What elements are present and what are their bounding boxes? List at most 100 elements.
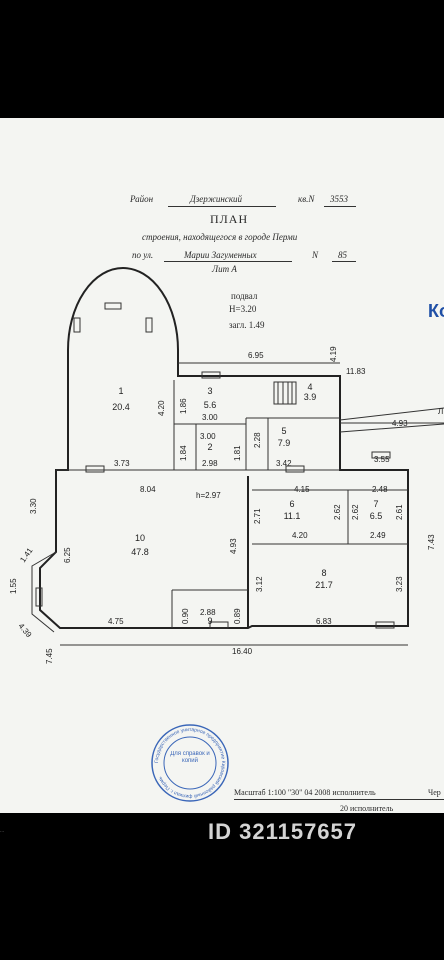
watermark-id: ID 321157657: [208, 819, 358, 844]
room-area: 21.7: [315, 580, 333, 590]
dimension-label: 3.30: [29, 498, 38, 514]
room-area: 11.1: [284, 511, 301, 521]
inventory-number: 3553: [330, 194, 348, 204]
street-label: по ул.: [132, 250, 154, 260]
window: [35, 587, 43, 607]
room-number: 10: [135, 533, 145, 543]
dimension-label: 11.83: [346, 367, 366, 376]
dimension-label: 8.04: [140, 485, 156, 494]
dimension-label: 7.43: [427, 534, 436, 550]
executor-line-2: 20 исполнитель: [340, 804, 394, 813]
room-number: 7: [373, 499, 378, 509]
room-area: 3.9: [304, 392, 317, 402]
dimension-label: 3.12: [255, 576, 264, 592]
window: [73, 317, 81, 333]
building-location: строения, находящегося в городе Перми: [142, 232, 298, 242]
room-number: 8: [321, 568, 326, 578]
dimension-label: 2.48: [372, 485, 388, 494]
room-number: 3: [207, 386, 212, 396]
room-area: 6.5: [370, 511, 383, 521]
room-area: 47.8: [131, 547, 149, 557]
house-number: 85: [338, 250, 347, 260]
room-number: 4: [307, 382, 312, 392]
dimension-label: 3.73: [114, 459, 130, 468]
dimension-label: 6.95: [248, 351, 264, 360]
dimension-label: Л: [438, 407, 443, 416]
dimension-label: 2.28: [253, 432, 262, 448]
dimension-label: 4.20: [157, 400, 166, 416]
letter-label: Лит А: [212, 264, 237, 274]
inventory-underline: [324, 206, 356, 207]
official-round-stamp: Государственное унитарное предприятие Ки…: [151, 724, 229, 802]
dimension-label: 1.41: [18, 546, 35, 564]
outer-wall: [39, 267, 409, 629]
room-number: 6: [289, 499, 294, 509]
room-number: 2: [207, 442, 212, 452]
room-area: 20.4: [112, 402, 130, 412]
district-underline: [168, 206, 276, 207]
level-height: Н=3.20: [229, 304, 257, 314]
level-title: подвал: [231, 291, 258, 301]
dimension-label: 2.88: [200, 608, 216, 617]
document-sheet: Ко Район Дзержинский кв.N 3553 ПЛАН стро…: [0, 118, 444, 813]
district-value: Дзержинский: [190, 194, 243, 204]
street-underline: [164, 261, 292, 262]
dimension-label: 3.00: [200, 432, 216, 441]
dimension-label: 1.86: [179, 398, 188, 414]
dimension-label: 3.23: [395, 576, 404, 592]
stairs-symbol: [273, 381, 297, 405]
dimension-label: 1.55: [9, 578, 18, 594]
dimension-label: 2.62: [351, 504, 360, 520]
window: [285, 465, 305, 473]
window: [85, 465, 105, 473]
room-area: 5.6: [204, 400, 217, 410]
dimension-label: 4.19: [329, 346, 338, 362]
floor-plan-drawing: 1 20.4 3 5.6 4 3.9 5 7.9 2 10 47.8 6 11.…: [9, 267, 444, 664]
inner-height: h=2.97: [196, 491, 221, 500]
room-number: 5: [281, 426, 286, 436]
room-number: 9: [207, 616, 212, 626]
dimension-label: 4.93: [392, 419, 408, 428]
dimension-label: 16.40: [232, 647, 253, 656]
dimension-label: 4.20: [292, 531, 308, 540]
room-number: 1: [118, 386, 123, 396]
inventory-label: кв.N: [298, 194, 315, 204]
house-number-underline: [332, 261, 356, 262]
depth-note: загл. 1.49: [229, 320, 265, 330]
dimension-label: 7.45: [45, 648, 54, 664]
dimension-label: 2.62: [333, 504, 342, 520]
house-number-label: N: [312, 250, 319, 260]
dimension-label: 1.84: [179, 445, 188, 461]
adjacent-building-outline: [339, 407, 444, 433]
dimension-label: 2.61: [395, 504, 404, 520]
dimension-label: 6.25: [63, 547, 72, 563]
district-label: Район: [130, 194, 154, 204]
bay-window: [31, 551, 57, 633]
footer-small-print: ...: [0, 828, 5, 834]
window: [371, 451, 391, 459]
window: [209, 621, 229, 629]
street-value: Марии Загуменных: [184, 250, 257, 260]
dimension-label: 1.81: [233, 445, 242, 461]
executor-tail: Чер: [428, 788, 441, 797]
dimension-label: 4.93: [229, 538, 238, 554]
scale-underline: [234, 799, 444, 800]
corner-logo-fragment: Ко: [428, 301, 444, 321]
dimension-label: 6.83: [316, 617, 332, 626]
window: [145, 317, 153, 333]
dimension-label: 0.89: [233, 608, 242, 624]
window: [375, 621, 395, 629]
stamp-center-text: Для справок и копий: [170, 751, 210, 764]
room-area: 7.9: [278, 438, 291, 448]
window: [104, 302, 122, 310]
plan-title: ПЛАН: [210, 212, 249, 226]
dimension-label: 2.98: [202, 459, 218, 468]
dimension-label: 2.49: [370, 531, 386, 540]
dimension-label: 3.55: [374, 455, 390, 464]
dimension-label: 4.15: [294, 485, 310, 494]
window: [201, 371, 221, 379]
dimension-label: 4.39: [16, 622, 33, 640]
dimension-label: 4.75: [108, 617, 124, 626]
dimension-label: 2.71: [253, 508, 262, 524]
dimension-label: 0.90: [181, 608, 190, 624]
